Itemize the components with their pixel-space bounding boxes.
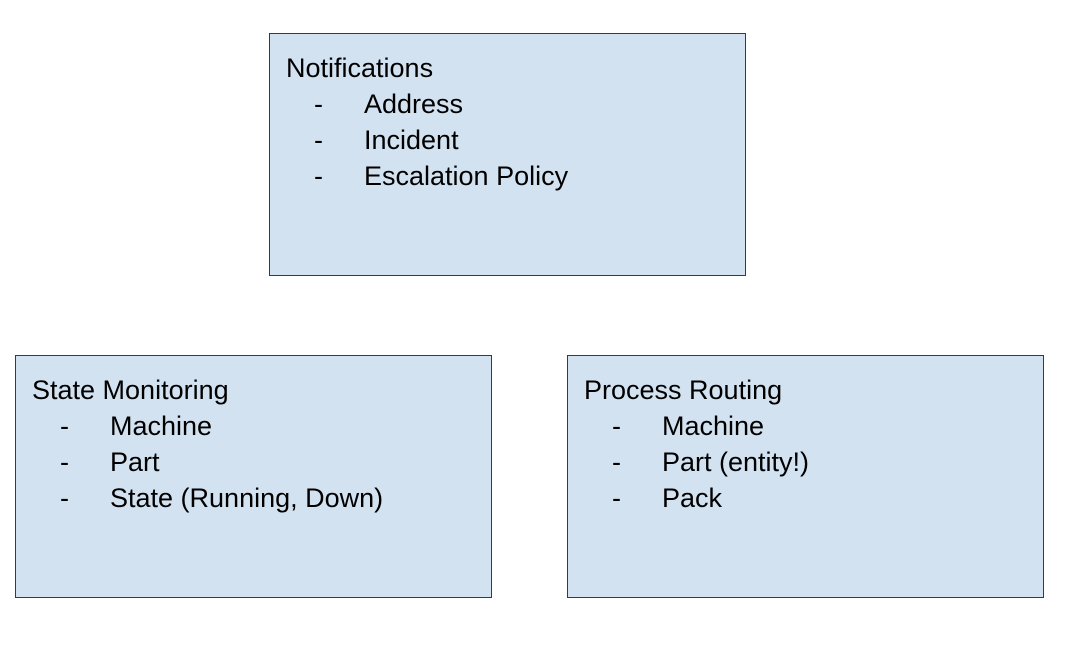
list-item: - Pack — [584, 480, 1043, 516]
bullet-dash: - — [314, 161, 323, 191]
process-routing-box: Process Routing - Machine - Part (entity!)… — [567, 355, 1044, 598]
list-item-label: Part — [110, 447, 160, 477]
list-item-label: Machine — [662, 411, 765, 441]
list-item-label: Part (entity!) — [662, 447, 810, 477]
box-title: State Monitoring — [32, 375, 229, 405]
list-item-label: Pack — [662, 483, 723, 513]
bullet-dash: - — [612, 411, 621, 441]
list-item: - Part — [32, 444, 491, 480]
box-item-list: - Machine - Part (entity!) - Pack — [584, 408, 1043, 516]
list-item-label: Address — [364, 89, 464, 119]
list-item: - State (Running, Down) — [32, 480, 491, 516]
list-item: - Address — [286, 86, 745, 122]
box-item-list: - Machine - Part - State (Running, Down) — [32, 408, 491, 516]
list-item: - Incident — [286, 122, 745, 158]
list-item-label: State (Running, Down) — [110, 483, 384, 513]
bullet-dash: - — [612, 483, 621, 513]
box-item-list: - Address - Incident - Escalation Policy — [286, 86, 745, 194]
bullet-dash: - — [612, 447, 621, 477]
list-item: - Machine — [32, 408, 491, 444]
notifications-box: Notifications - Address - Incident - Escala… — [269, 33, 746, 276]
list-item: - Part (entity!) — [584, 444, 1043, 480]
bullet-dash: - — [314, 125, 323, 155]
bullet-dash: - — [60, 447, 69, 477]
bullet-dash: - — [60, 483, 69, 513]
box-title: Notifications — [286, 53, 434, 83]
bullet-dash: - — [60, 411, 69, 441]
bullet-dash: - — [314, 89, 323, 119]
box-title: Process Routing — [584, 375, 783, 405]
list-item-label: Incident — [364, 125, 459, 155]
list-item: - Machine — [584, 408, 1043, 444]
state-monitoring-box: State Monitoring - Machine - Part - State (… — [15, 355, 492, 598]
list-item-label: Escalation Policy — [364, 161, 569, 191]
list-item: - Escalation Policy — [286, 158, 745, 194]
list-item-label: Machine — [110, 411, 213, 441]
